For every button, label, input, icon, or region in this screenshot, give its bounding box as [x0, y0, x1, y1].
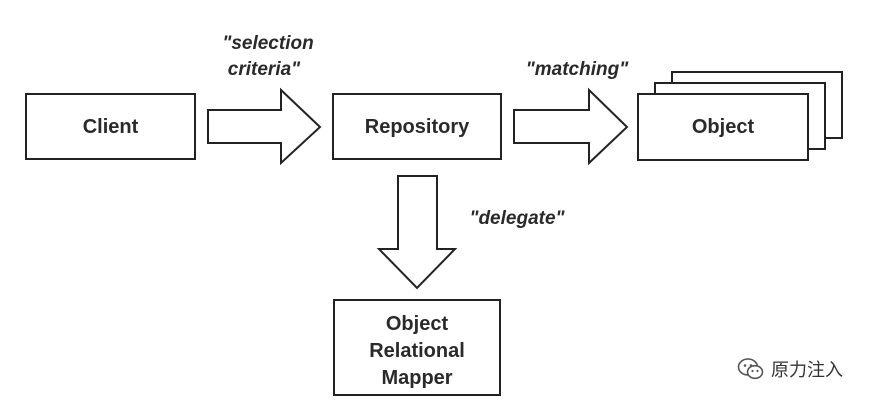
delegate-label: "delegate": [469, 208, 565, 229]
mapper-label-line3: Mapper: [381, 367, 452, 389]
mapper-node: Object Relational Mapper: [333, 299, 501, 396]
object-node-stack: Object: [637, 71, 843, 161]
repository-label: Repository: [365, 116, 470, 138]
selection-criteria-label-line1: "selection: [222, 33, 313, 54]
delegate-arrow: [376, 175, 458, 290]
watermark: 原力注入: [737, 355, 843, 383]
matching-arrow: [513, 87, 629, 166]
mapper-label-line2: Relational: [369, 340, 465, 362]
matching-label: "matching": [526, 59, 629, 80]
client-label: Client: [83, 116, 139, 138]
wechat-icon: [737, 358, 764, 380]
repository-node: Repository: [332, 93, 502, 160]
mapper-label-line1: Object: [386, 313, 449, 335]
object-stack-front: [637, 93, 809, 161]
client-node: Client: [25, 93, 196, 160]
selection-criteria-label-line2: criteria": [228, 59, 301, 80]
object-label: Object: [692, 116, 755, 138]
selection-arrow: [207, 87, 322, 166]
watermark-text: 原力注入: [771, 360, 843, 381]
